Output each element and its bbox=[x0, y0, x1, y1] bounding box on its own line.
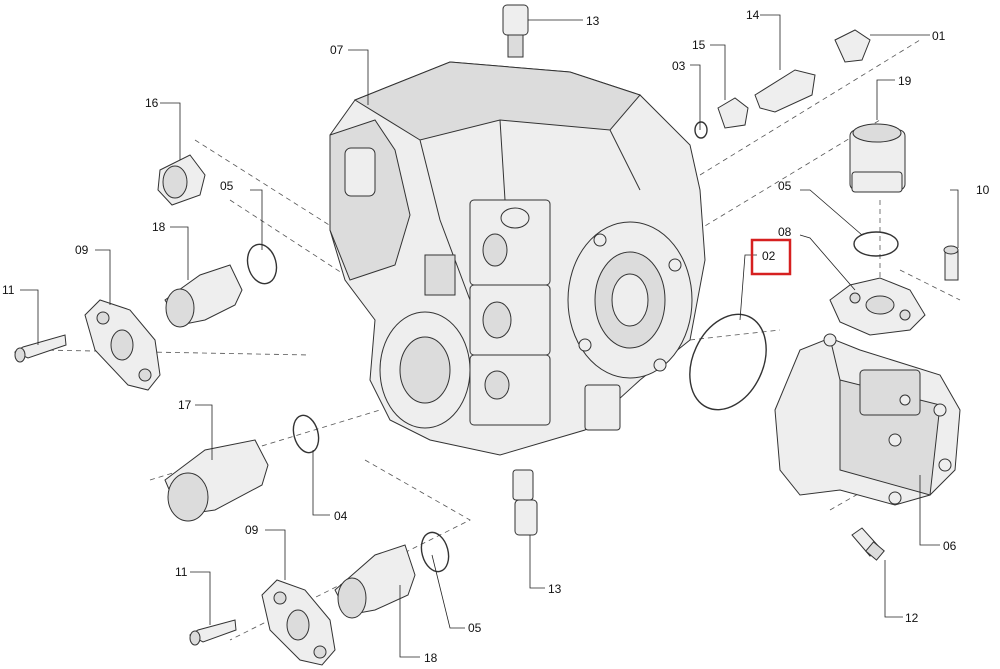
callout-07: 07 bbox=[330, 43, 344, 57]
callout-06: 06 bbox=[943, 539, 957, 553]
callout-09-lower: 09 bbox=[245, 523, 259, 537]
highlight-box bbox=[750, 238, 792, 276]
callout-labels: 01 02 03 04 05 05 05 06 07 08 09 09 10 1… bbox=[2, 8, 990, 665]
callout-10: 10 bbox=[976, 183, 990, 197]
fittings bbox=[157, 4, 906, 619]
callout-08: 08 bbox=[778, 225, 792, 239]
callout-13-bottom: 13 bbox=[548, 582, 562, 596]
callout-01: 01 bbox=[932, 29, 946, 43]
callout-13-top: 13 bbox=[586, 14, 600, 28]
callout-14: 14 bbox=[746, 8, 760, 22]
callout-17: 17 bbox=[178, 398, 192, 412]
callout-05-left: 05 bbox=[220, 179, 234, 193]
bolts bbox=[13, 245, 959, 646]
callout-18-upper: 18 bbox=[152, 220, 166, 234]
split-flanges-09 bbox=[84, 299, 336, 666]
callout-11-upper: 11 bbox=[2, 283, 15, 297]
callout-16: 16 bbox=[145, 96, 159, 110]
main-pump-housing bbox=[329, 61, 706, 456]
callout-19: 19 bbox=[898, 74, 912, 88]
callout-05-bottom: 05 bbox=[468, 621, 482, 635]
callout-09-upper: 09 bbox=[75, 243, 89, 257]
callout-15: 15 bbox=[692, 38, 706, 52]
callout-11-lower: 11 bbox=[175, 565, 188, 579]
callout-05-right: 05 bbox=[778, 179, 792, 193]
callout-02: 02 bbox=[762, 249, 776, 263]
callout-18-lower: 18 bbox=[424, 651, 438, 665]
o-rings bbox=[246, 121, 899, 573]
callout-04: 04 bbox=[334, 509, 348, 523]
gear-pump bbox=[774, 333, 961, 506]
callout-12: 12 bbox=[905, 611, 919, 625]
split-flange-08 bbox=[829, 277, 926, 336]
callout-03: 03 bbox=[672, 59, 686, 73]
leader-lines bbox=[20, 14, 959, 658]
